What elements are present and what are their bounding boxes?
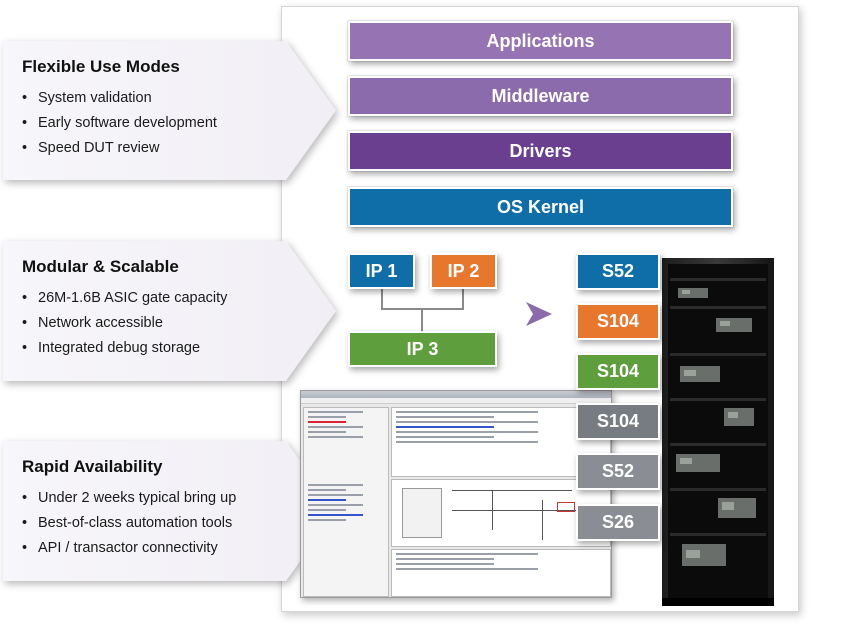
callout-flexible-use-modes: Flexible Use Modes System validation Ear… — [3, 41, 336, 180]
callout-item: Early software development — [22, 111, 336, 136]
callout-modular-scalable: Modular & Scalable 26M-1.6B ASIC gate ca… — [3, 241, 336, 381]
stack-middleware: Middleware — [348, 76, 733, 116]
connector-line — [381, 289, 383, 309]
callout-item: 26M-1.6B ASIC gate capacity — [22, 286, 336, 311]
system-s104-gray: S104 — [576, 403, 660, 440]
ip-block-1: IP 1 — [348, 253, 415, 289]
ip-block-2: IP 2 — [430, 253, 497, 289]
system-s104-orange: S104 — [576, 303, 660, 340]
ip-block-3: IP 3 — [348, 331, 497, 367]
connector-line — [421, 308, 423, 332]
screenshot-console-pane — [391, 549, 611, 597]
callout-item: Under 2 weeks typical bring up — [22, 486, 336, 511]
server-rack-image — [662, 258, 774, 606]
stack-applications: Applications — [348, 21, 733, 61]
callout-title: Flexible Use Modes — [22, 57, 180, 76]
stack-drivers: Drivers — [348, 131, 733, 171]
callout-item: Integrated debug storage — [22, 336, 336, 361]
screenshot-left-pane — [303, 407, 389, 597]
callout-rapid-availability: Rapid Availability Under 2 weeks typical… — [3, 441, 336, 581]
callout-item: API / transactor connectivity — [22, 536, 336, 561]
software-screenshot — [300, 390, 612, 598]
system-s52-bottom: S52 — [576, 453, 660, 490]
right-arrow-icon — [526, 302, 552, 326]
callout-item: System validation — [22, 86, 336, 111]
system-s104-green: S104 — [576, 353, 660, 390]
connector-line — [462, 289, 464, 309]
system-s26: S26 — [576, 504, 660, 541]
screenshot-schematic-pane — [391, 479, 611, 547]
stack-os-kernel: OS Kernel — [348, 187, 733, 227]
callout-item: Network accessible — [22, 311, 336, 336]
callout-item: Best-of-class automation tools — [22, 511, 336, 536]
system-s52-top: S52 — [576, 253, 660, 290]
callout-title: Modular & Scalable — [22, 257, 179, 276]
callout-item: Speed DUT review — [22, 136, 336, 161]
callout-title: Rapid Availability — [22, 457, 163, 476]
screenshot-top-pane — [391, 407, 611, 477]
